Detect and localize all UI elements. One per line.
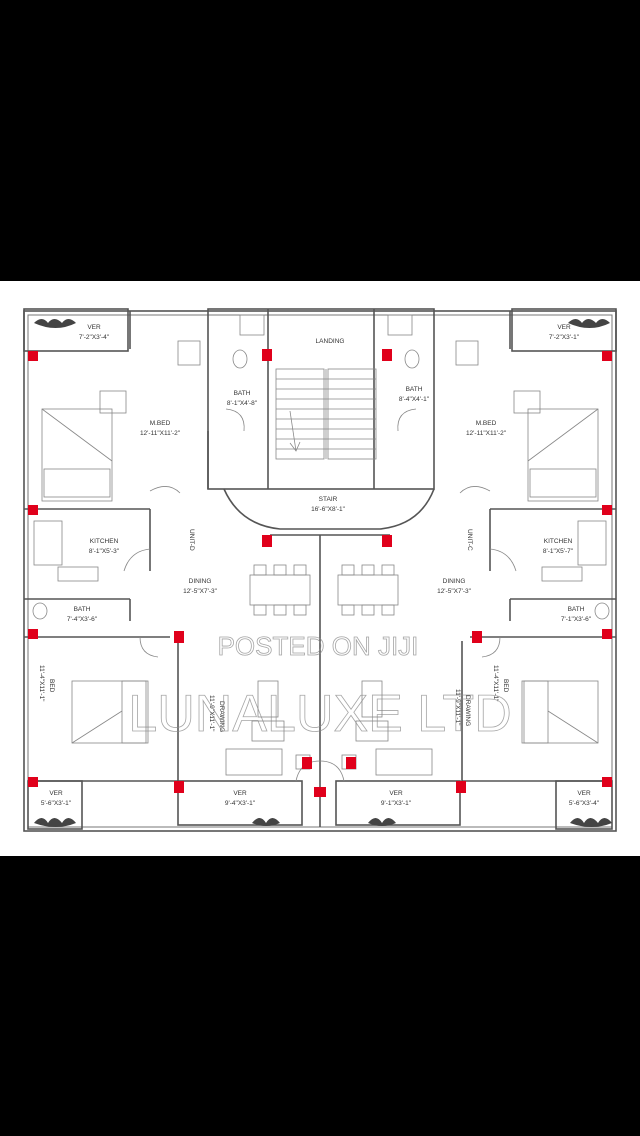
kitchen-right-size: 8'-1"X5'-7" bbox=[543, 548, 574, 555]
floor-plan: LANDING STAIR 16'-6"X8'-1" VER 7'-2"X3'-… bbox=[23, 308, 617, 832]
watermark-line1: POSTED ON JIJI bbox=[218, 631, 419, 661]
unit-c-label: UNIT-C bbox=[466, 529, 473, 551]
mbed-left-label: M.BED bbox=[150, 420, 171, 427]
dining-left-label: DINING bbox=[189, 578, 212, 585]
kitchen-right-label: KITCHEN bbox=[544, 538, 573, 545]
ver-bottom-mid-right-label: VER bbox=[389, 790, 403, 797]
kitchen-left-label: KITCHEN bbox=[90, 538, 119, 545]
planter-ornaments bbox=[34, 319, 612, 827]
ver-bottom-mid-left-label: VER bbox=[233, 790, 247, 797]
bath-top-right-label: BATH bbox=[406, 386, 423, 393]
bath-top-right-size: 8'-4"X4'-1" bbox=[399, 396, 430, 403]
unit-d-label: UNIT-D bbox=[188, 529, 195, 551]
ver-bottom-right-label: VER bbox=[577, 790, 591, 797]
bath-mid-left-size: 7'-4"X3'-6" bbox=[67, 616, 98, 623]
watermark-line2: LUNALUXE LTD bbox=[128, 685, 511, 743]
bath-top-left-size: 8'-1"X4'-8" bbox=[227, 400, 258, 407]
watermark: POSTED ON JIJI LUNALUXE LTD bbox=[128, 631, 512, 744]
ver-top-left-size: 7'-2"X3'-4" bbox=[79, 334, 110, 341]
mbed-left-size: 12'-11"X11'-2" bbox=[140, 430, 181, 437]
kitchen-left-size: 8'-1"X5'-3" bbox=[89, 548, 120, 555]
mbed-left-bed bbox=[41, 390, 127, 502]
bed-left-label: BED bbox=[48, 679, 55, 693]
bath-mid-left-label: BATH bbox=[74, 606, 91, 613]
ver-top-right-label: VER bbox=[557, 324, 571, 331]
drawing-left-label: DRAWING bbox=[218, 701, 225, 732]
interior-walls-left bbox=[24, 311, 321, 827]
landing-label: LANDING bbox=[316, 338, 345, 345]
drawing-left-size: 11'-9"X11'-1" bbox=[208, 695, 215, 732]
sofa-set-left bbox=[225, 680, 311, 776]
bed-right-size: 11'-4"X11'-1" bbox=[492, 665, 499, 702]
ver-bottom-left-size: 5'-6"X3'-1" bbox=[41, 800, 72, 807]
ver-bottom-mid-left-size: 9'-4"X3'-1" bbox=[225, 800, 256, 807]
mbed-right-label: M.BED bbox=[476, 420, 497, 427]
ver-bottom-left-label: VER bbox=[49, 790, 63, 797]
dining-right-size: 12'-5"X7'-3" bbox=[437, 588, 472, 595]
dining-table-right bbox=[337, 564, 399, 616]
floor-plan-frame: LANDING STAIR 16'-6"X8'-1" VER 7'-2"X3'-… bbox=[0, 281, 640, 856]
bath-top-left-label: BATH bbox=[234, 390, 251, 397]
bed-left-size: 11'-4"X11'-1" bbox=[38, 665, 45, 702]
ver-top-left-label: VER bbox=[87, 324, 101, 331]
ver-bottom-mid-right-size: 9'-1"X3'-1" bbox=[381, 800, 412, 807]
ver-bottom-right-size: 5'-6"X3'-4" bbox=[569, 800, 600, 807]
stair-core bbox=[207, 308, 435, 536]
dining-right-label: DINING bbox=[443, 578, 466, 585]
mbed-right-size: 12'-11"X11'-2" bbox=[466, 430, 507, 437]
bed-right bbox=[521, 680, 599, 744]
fixtures bbox=[32, 314, 610, 620]
bed-right-label: BED bbox=[502, 679, 509, 693]
dining-table-left bbox=[249, 564, 311, 616]
stair-label: STAIR bbox=[319, 496, 338, 503]
interior-walls-right bbox=[461, 311, 616, 782]
bath-mid-right-size: 7'-1"X3'-6" bbox=[561, 616, 592, 623]
mbed-right-bed bbox=[513, 390, 599, 502]
bed-left bbox=[71, 680, 149, 744]
dining-left-size: 12'-5"X7'-3" bbox=[183, 588, 218, 595]
drawing-right-size: 11'-9"X11'-1" bbox=[454, 689, 461, 726]
columns bbox=[28, 349, 612, 797]
bath-mid-right-label: BATH bbox=[568, 606, 585, 613]
ver-top-right-size: 7'-2"X3'-1" bbox=[549, 334, 580, 341]
room-labels: LANDING STAIR 16'-6"X8'-1" VER 7'-2"X3'-… bbox=[38, 324, 600, 807]
drawing-right-label: DRAWING bbox=[464, 695, 471, 726]
stair-size: 16'-6"X8'-1" bbox=[311, 506, 346, 513]
